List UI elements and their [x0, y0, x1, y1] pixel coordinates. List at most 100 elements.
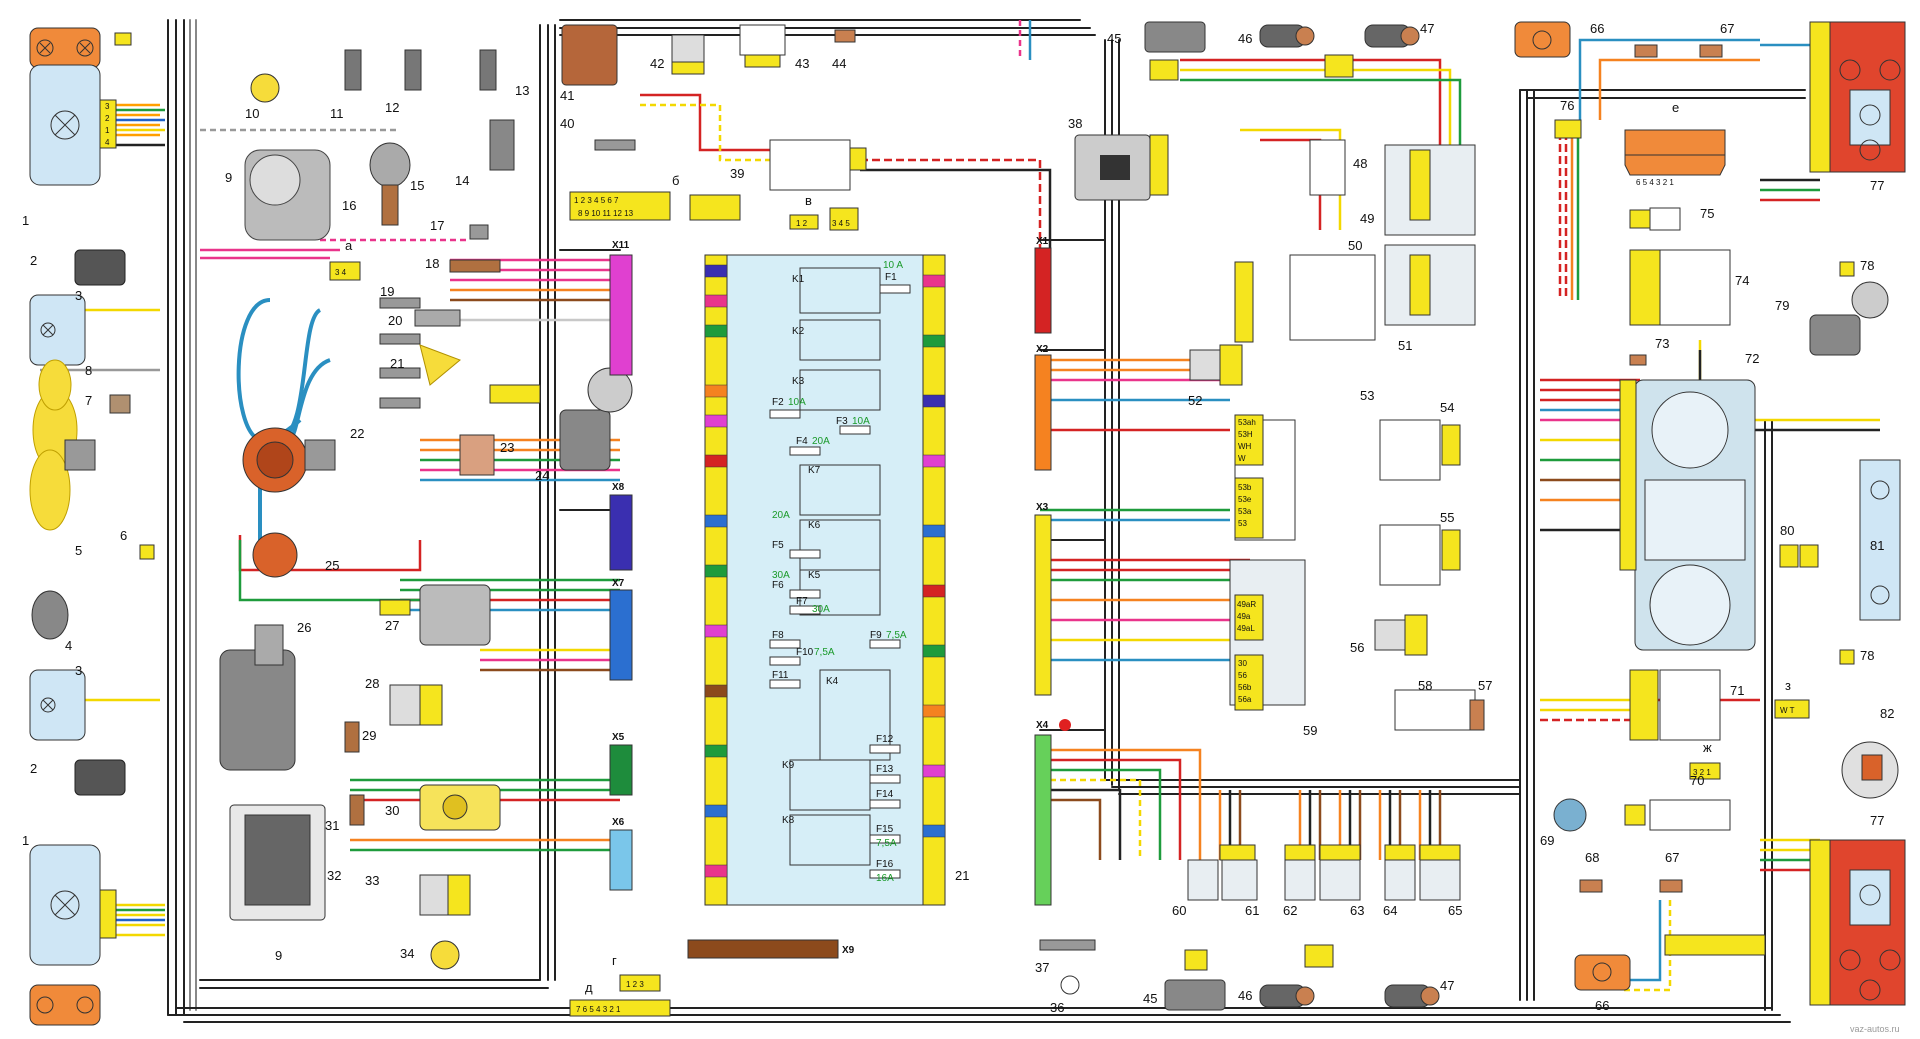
label-68: 68: [1585, 850, 1599, 865]
fuse-f15: F15: [876, 824, 894, 835]
label-74: 74: [1735, 273, 1749, 288]
pins-e: 6 5 4 3 2 1: [1636, 178, 1674, 187]
fuse-f9: F9: [870, 630, 882, 641]
label-2-top: 2: [30, 253, 37, 268]
label-50: 50: [1348, 238, 1362, 253]
engine-components: 3 4 1 2 3 4 5 6 7 8 9 10 11 12 13 1 2 3 …: [219, 49, 859, 970]
label-43: 43: [795, 56, 809, 71]
label-30: 30: [385, 803, 399, 818]
label-7: 7: [85, 393, 92, 408]
fuse-f9-rating: 7,5A: [886, 630, 907, 641]
label-25: 25: [325, 558, 339, 573]
label-11: 11: [330, 106, 344, 121]
label-51: 51: [1398, 338, 1412, 353]
term-49a: 49a: [1237, 612, 1251, 621]
section-e: е: [1672, 100, 1679, 115]
label-44: 44: [832, 56, 846, 71]
label-58: 58: [1418, 678, 1432, 693]
label-21: 21: [390, 356, 404, 371]
fuse-f7-rating: 30A: [812, 604, 830, 615]
fuse-f1-rating: 10 A: [883, 260, 903, 271]
svg-text:4: 4: [105, 138, 110, 147]
label-29: 29: [362, 728, 376, 743]
section-g: г: [612, 953, 617, 968]
label-28: 28: [365, 676, 379, 691]
term-56a: 56a: [1238, 695, 1252, 704]
fuse-f4: F4: [796, 436, 808, 447]
pins-b-top: 1 2 3 4 5 6 7: [574, 196, 619, 205]
label-34: 34: [400, 946, 414, 961]
term-53b: 53b: [1238, 483, 1252, 492]
pins-v-bottom: 3 4 5: [832, 219, 850, 228]
relay-k7: K7: [808, 465, 821, 476]
label-53: 53: [1360, 388, 1374, 403]
label-49: 49: [1360, 211, 1374, 226]
label-18: 18: [425, 256, 439, 271]
fuse-f6: F6: [772, 580, 784, 591]
label-23: 23: [500, 440, 514, 455]
label-40: 40: [560, 116, 574, 131]
label-19: 19: [380, 284, 394, 299]
label-67-bottom: 67: [1665, 850, 1679, 865]
fuse-block-number: 21: [955, 868, 969, 883]
label-66-top: 66: [1590, 21, 1604, 36]
label-45-top: 45: [1107, 31, 1121, 46]
label-5: 5: [75, 543, 82, 558]
label-75: 75: [1700, 206, 1714, 221]
label-69: 69: [1540, 833, 1554, 848]
pins-d: 7 6 5 4 3 2 1: [576, 1005, 621, 1014]
label-54: 54: [1440, 400, 1454, 415]
label-3-bottom: 3: [75, 663, 82, 678]
svg-text:X5: X5: [612, 732, 625, 743]
label-66-bottom: 66: [1595, 998, 1609, 1013]
fuse-f16-rating: 16A: [876, 873, 894, 884]
pins-b-bottom: 8 9 10 11 12 13: [578, 209, 634, 218]
fuse-f5-rating: 20A: [772, 510, 790, 521]
svg-text:1: 1: [105, 126, 110, 135]
label-72: 72: [1745, 351, 1759, 366]
pins-zh: 3 2 1: [1693, 768, 1711, 777]
label-8: 8: [85, 363, 92, 378]
label-31: 31: [325, 818, 339, 833]
label-78-top: 78: [1860, 258, 1874, 273]
fuse-f3: F3: [836, 416, 848, 427]
svg-text:X6: X6: [612, 817, 625, 828]
label-6: 6: [120, 528, 127, 543]
svg-text:X8: X8: [612, 482, 625, 493]
relay-k1: K1: [792, 274, 805, 285]
right-components: 6 5 4 3 2 1 3 2 1: [1514, 21, 1906, 1006]
svg-text:X11: X11: [612, 240, 630, 251]
label-57: 57: [1478, 678, 1492, 693]
term-53: 53: [1238, 519, 1247, 528]
term-53e: 53e: [1238, 495, 1252, 504]
fuse-f11: F11: [772, 670, 789, 681]
label-22: 22: [350, 426, 364, 441]
fuse-f7: F7: [796, 596, 808, 607]
label-42: 42: [650, 56, 664, 71]
label-32: 32: [327, 868, 341, 883]
label-78-bottom: 78: [1860, 648, 1874, 663]
label-10: 10: [245, 106, 259, 121]
label-45-bottom: 45: [1143, 991, 1157, 1006]
section-v: в: [805, 193, 812, 208]
term-53a: 53a: [1238, 507, 1252, 516]
fuse-f12: F12: [876, 734, 894, 745]
label-62: 62: [1283, 903, 1297, 918]
fuse-f6-rating: 30A: [772, 570, 790, 581]
watermark: vaz-autos.ru: [1850, 1024, 1900, 1034]
x-connectors-left: X11 X8 X7 X5 X6: [609, 240, 633, 891]
fuse-f14: F14: [876, 789, 894, 800]
label-24: 24: [535, 468, 549, 483]
fuse-f4-rating: 20A: [812, 436, 830, 447]
term-w: W: [1238, 454, 1246, 463]
section-zh: ж: [1703, 740, 1712, 755]
svg-text:X2: X2: [1036, 344, 1049, 355]
label-12: 12: [385, 100, 399, 115]
colored-wires: [40, 20, 1880, 992]
relay-k8: K8: [782, 815, 795, 826]
fuse-block: K1 K2 K3 K4 K5 K6 K7 K8 K9 F1 10 A F2 10…: [704, 254, 969, 906]
relay-k4: K4: [826, 676, 839, 687]
term-56b: 56b: [1238, 683, 1252, 692]
label-60: 60: [1172, 903, 1186, 918]
